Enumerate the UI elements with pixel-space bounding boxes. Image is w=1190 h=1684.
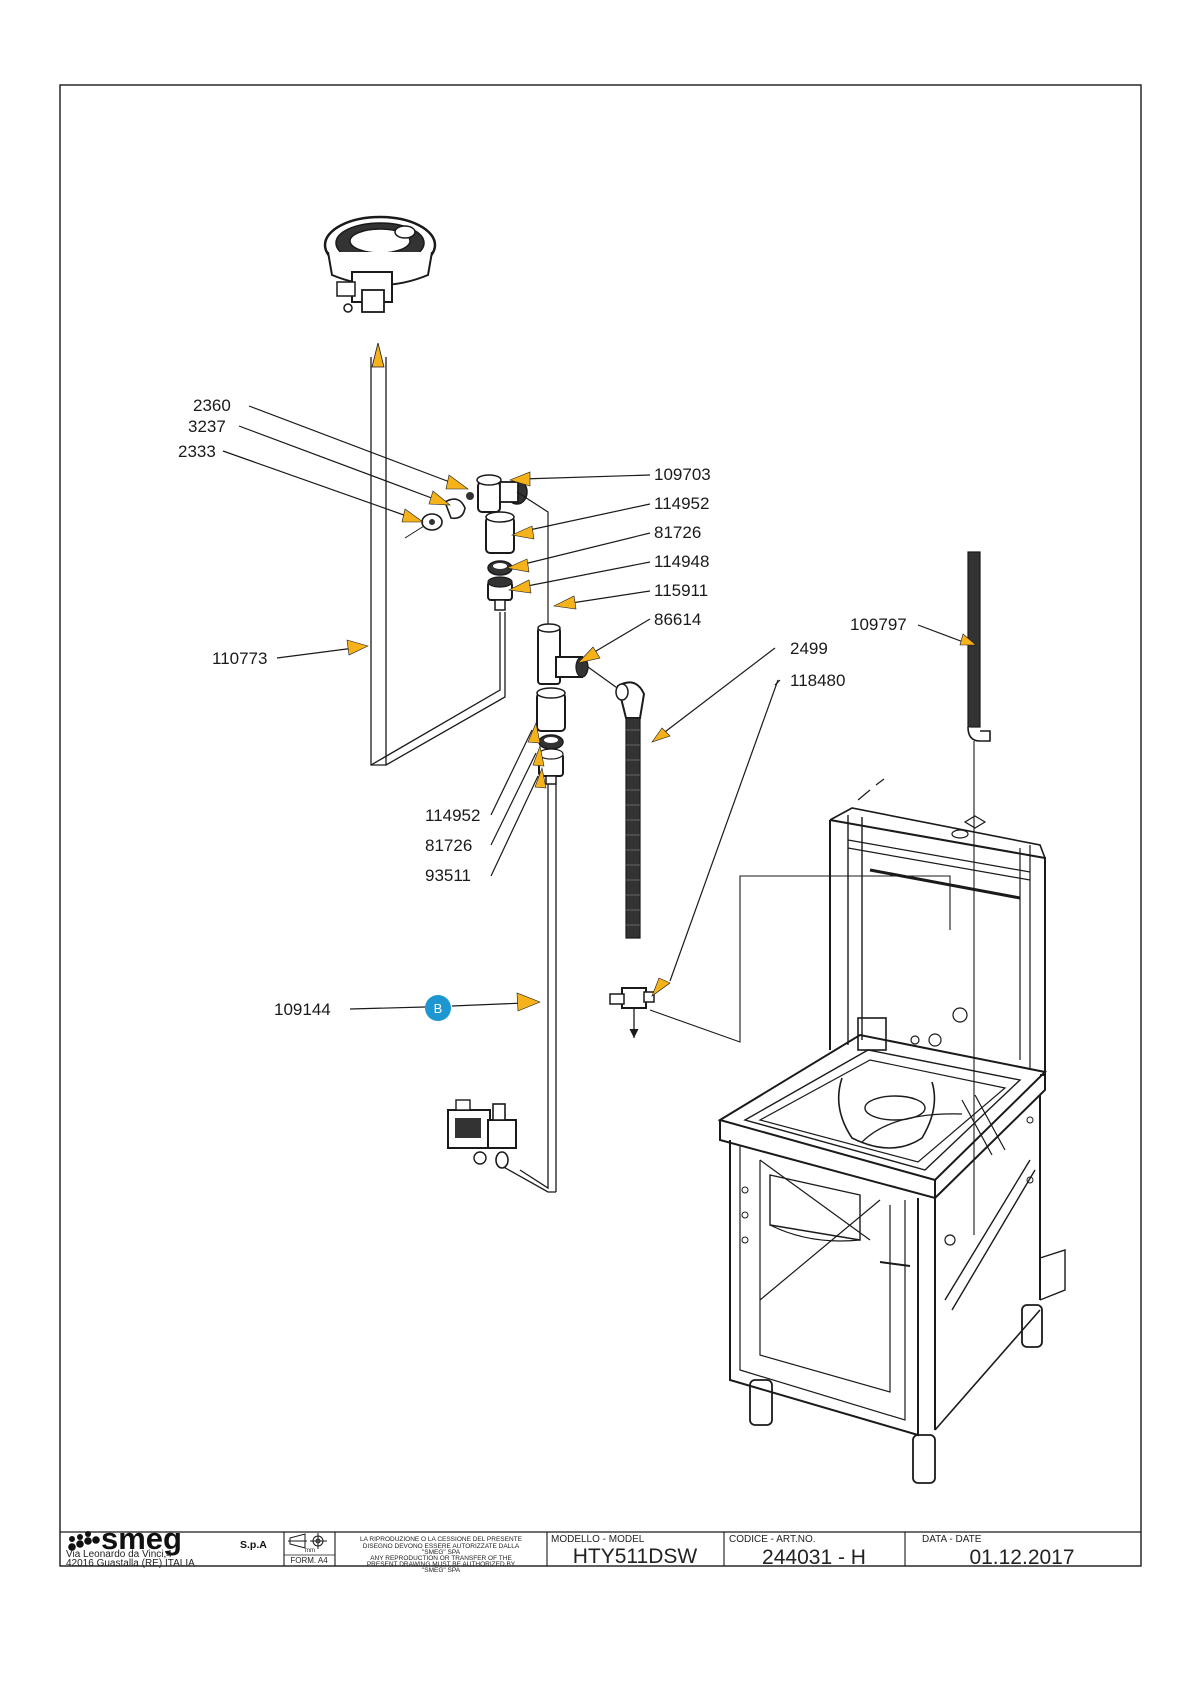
unit-label: mm bbox=[305, 1548, 315, 1554]
callout-114952-bottom: 114952 bbox=[425, 806, 480, 825]
pipe-109144-elbow bbox=[499, 1164, 556, 1193]
callout-86614: 86614 bbox=[654, 610, 701, 629]
drain-elbow bbox=[615, 681, 646, 719]
sleeve-114952-bottom bbox=[536, 687, 566, 732]
projection-symbol-icon bbox=[288, 1533, 327, 1549]
callout-115911: 115911 bbox=[654, 581, 708, 600]
sleeve-114952-top bbox=[485, 511, 515, 554]
rinse-head-assembly bbox=[323, 215, 437, 313]
callout-3237: 3237 bbox=[188, 417, 226, 436]
callout-81726-bottom: 81726 bbox=[425, 836, 472, 855]
date-value: 01.12.2017 bbox=[969, 1546, 1074, 1569]
drain-connector-118480 bbox=[609, 987, 655, 1038]
flow-arrow bbox=[371, 342, 385, 368]
model-label: MODELLO - MODEL bbox=[551, 1534, 645, 1545]
dishwasher-body bbox=[717, 778, 1066, 1484]
svg-text:"SMEG" SPA: "SMEG" SPA bbox=[422, 1567, 461, 1574]
callout-109703: 109703 bbox=[654, 465, 711, 484]
svg-text:"SMEG" SPA: "SMEG" SPA bbox=[422, 1549, 461, 1556]
leader-lines bbox=[222, 405, 967, 1010]
format-label: FORM. A4 bbox=[290, 1556, 328, 1565]
model-value: HTY511DSW bbox=[573, 1545, 698, 1568]
pipe-to-elbow bbox=[587, 666, 621, 691]
ring-81726-top bbox=[487, 560, 513, 576]
callout-109144: 109144 bbox=[274, 1000, 331, 1019]
callout-93511: 93511 bbox=[425, 866, 471, 885]
svg-text:LA RIPRODUZIONE O LA CESSIONE: LA RIPRODUZIONE O LA CESSIONE DEL PRESEN… bbox=[360, 1536, 523, 1543]
pipe-115911 bbox=[516, 491, 549, 628]
code-value: 244031 - H bbox=[762, 1546, 866, 1569]
drain-hose-2499 bbox=[625, 717, 641, 939]
svg-text:PRESENT DRAWING MUST BE AUTHOR: PRESENT DRAWING MUST BE AUTHORIZED BY bbox=[367, 1561, 516, 1568]
svg-text:S.p.A: S.p.A bbox=[240, 1539, 267, 1551]
tee-fitting-86614 bbox=[537, 623, 589, 685]
date-label: DATA - DATE bbox=[922, 1534, 982, 1545]
callout-114948: 114948 bbox=[654, 552, 709, 571]
title-block: smeg S.p.A Via Leonardo da Vinci,4 42016… bbox=[60, 1521, 1141, 1574]
smeg-logo: smeg S.p.A bbox=[68, 1521, 267, 1556]
callout-2333: 2333 bbox=[178, 442, 216, 461]
svg-text:B: B bbox=[434, 1001, 443, 1016]
hose-110773-left bbox=[370, 357, 387, 766]
callout-arrowheads bbox=[346, 471, 977, 1012]
code-label: CODICE - ART.NO. bbox=[729, 1534, 816, 1545]
svg-text:DISEGNO DEVONO ESSERE AUTORIZZ: DISEGNO DEVONO ESSERE AUTORIZZATE DALLA bbox=[363, 1543, 520, 1550]
reproduction-notice: LA RIPRODUZIONE O LA CESSIONE DEL PRESEN… bbox=[360, 1536, 523, 1574]
nut-114948 bbox=[487, 576, 513, 611]
callout-114952-top: 114952 bbox=[654, 494, 709, 513]
ring-81726-bottom bbox=[538, 734, 564, 750]
callout-118480: 118480 bbox=[790, 671, 845, 690]
callout-2360: 2360 bbox=[193, 396, 231, 415]
callout-110773: 110773 bbox=[212, 649, 267, 668]
address-line-1: Via Leonardo da Vinci,4 bbox=[66, 1549, 172, 1560]
solenoid-valve bbox=[447, 1099, 517, 1169]
svg-text:ANY REPRODUCTION OR TRANSFER O: ANY REPRODUCTION OR TRANSFER OF THE bbox=[370, 1555, 512, 1562]
connection-line bbox=[649, 875, 951, 1043]
pipe-109144 bbox=[519, 784, 557, 1192]
address-line-2: 42016 Guastalla (RE) ITALIA bbox=[66, 1558, 195, 1569]
drawing-frame bbox=[59, 84, 1142, 1567]
svg-text:smeg: smeg bbox=[101, 1521, 182, 1556]
callout-labels: 2360 3237 2333 109703 114952 81726 11494… bbox=[178, 396, 907, 1019]
callout-2499: 2499 bbox=[790, 639, 828, 658]
callout-81726-top: 81726 bbox=[654, 523, 701, 542]
revision-badge: B bbox=[425, 995, 451, 1021]
callout-109797: 109797 bbox=[850, 615, 907, 634]
vent-hose-109797 bbox=[967, 551, 991, 1235]
hose-110773-diag bbox=[370, 612, 506, 766]
